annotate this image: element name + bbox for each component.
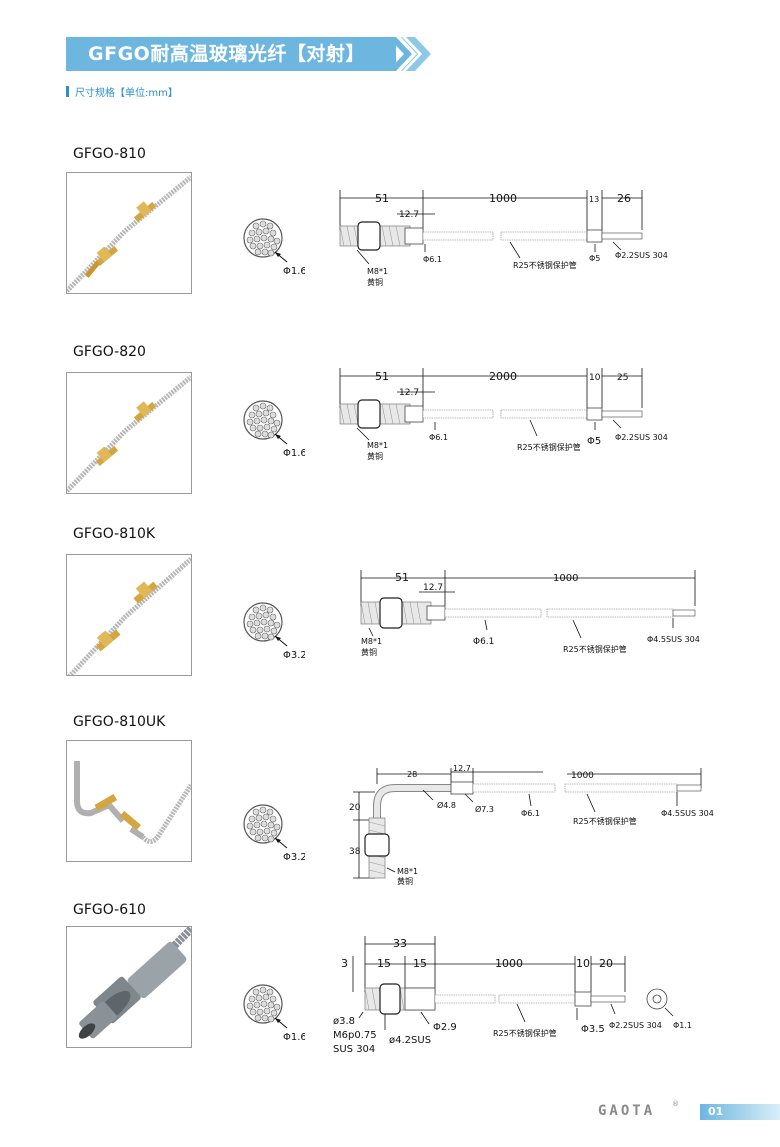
label-tip-dia: Φ3.5 [581, 1024, 605, 1035]
dim-51: 51 [375, 370, 389, 383]
page-number: 01 [700, 1104, 780, 1120]
bundle-diameter: Φ3.2 [283, 852, 305, 863]
label-tube-dia: Φ6.1 [521, 809, 540, 818]
dim-1000: 1000 [495, 957, 523, 970]
label-thread: M8*1 [397, 867, 418, 876]
label-probe: Φ4.5SUS 304 [661, 809, 714, 818]
label-tip-dia: Φ5 [589, 254, 600, 263]
bundle-diameter: Φ1.6 [283, 448, 305, 459]
bundle-diameter: Φ1.6 [283, 266, 305, 277]
model-name: GFGO-810 [73, 146, 146, 162]
dim-1000: 1000 [553, 573, 578, 584]
label-nose-dia: ø3.8 [333, 1016, 355, 1027]
label-material: 黄铜 [361, 647, 377, 657]
label-sheath: R25不锈钢保护管 [513, 260, 577, 270]
label-thread-material: SUS 304 [333, 1044, 375, 1055]
product-photo [66, 740, 192, 862]
label-bend-dia: Ø4.8 [437, 800, 456, 810]
dim-1000: 1000 [571, 771, 594, 781]
label-body-dia: ø4.2SUS [389, 1035, 431, 1046]
dim-12-7: 12.7 [453, 764, 471, 773]
dim-13: 13 [589, 195, 599, 204]
dim-15-a: 15 [377, 957, 391, 970]
label-thread: M8*1 [367, 267, 388, 276]
label-tube-dia: Φ6.1 [429, 433, 448, 442]
dim-51: 51 [375, 192, 389, 205]
label-thread: M8*1 [367, 441, 388, 450]
dimension-drawing: 51 12.7 2000 10 25 M8*1 黄铜 Φ6.1 R25不锈钢保护… [339, 368, 668, 461]
dimension-drawing: 51 12.7 1000 13 26 M8*1 黄铜 Φ6.1 R25不锈钢保护… [339, 190, 668, 287]
product-photo [66, 926, 192, 1048]
dim-28: 28 [407, 770, 417, 779]
label-sheath: R25不锈钢保护管 [563, 644, 627, 654]
label-material: 黄铜 [397, 876, 413, 886]
fiber-bundle-icon: Φ1.6 [243, 984, 305, 1043]
dim-26: 26 [617, 192, 631, 205]
dimension-drawing: 28 12.7 1000 20 38 Ø4.8 Ø7.3 Φ6.1 R25不锈钢… [349, 764, 714, 886]
product-photo [66, 372, 192, 494]
subtitle-text: 尺寸规格【单位:mm】 [75, 88, 178, 99]
label-probe: Φ4.5SUS 304 [647, 635, 700, 644]
bundle-diameter: Φ3.2 [283, 650, 305, 661]
dim-10: 10 [589, 373, 601, 383]
dim-1000: 1000 [489, 192, 517, 205]
dim-51: 51 [395, 571, 409, 584]
label-sheath: R25不锈钢保护管 [493, 1028, 557, 1038]
header-banner [66, 37, 396, 71]
label-thread: M6p0.75 [333, 1030, 377, 1041]
dim-15-b: 15 [413, 957, 427, 970]
fiber-bundle-icon: Φ3.2 [243, 804, 305, 863]
label-thread: M8*1 [361, 637, 382, 646]
product-photo [66, 172, 192, 294]
model-name: GFGO-810UK [73, 714, 166, 730]
bundle-diameter: Φ1.6 [283, 1032, 305, 1043]
label-sheath: R25不锈钢保护管 [517, 442, 581, 452]
label-ferrule-dia: Ø7.3 [475, 804, 494, 814]
dim-10: 10 [576, 957, 590, 970]
dim-12-7: 12.7 [399, 210, 419, 220]
label-tube-dia: Φ6.1 [423, 255, 442, 264]
dimension-drawing: 33 3 15 15 1000 10 20 ø3.8 M6p0.75 SUS 3… [333, 936, 692, 1055]
label-lens-dia: Φ1.1 [673, 1021, 692, 1030]
label-tip-dia: Φ5 [587, 436, 601, 447]
model-name: GFGO-610 [73, 902, 146, 918]
registered-mark: ® [672, 1100, 679, 1108]
label-probe: Φ2.2SUS 304 [615, 251, 668, 260]
dim-33: 33 [393, 937, 407, 950]
label-sheath: R25不锈钢保护管 [573, 816, 637, 826]
label-probe: Φ2.2SUS 304 [609, 1021, 662, 1030]
label-tube-dia: Φ6.1 [473, 637, 494, 647]
dim-38: 38 [349, 847, 361, 857]
dim-20: 20 [599, 957, 613, 970]
dim-2000: 2000 [489, 370, 517, 383]
model-name: GFGO-810K [73, 526, 156, 542]
brand-logo: GAOTA [598, 1103, 656, 1119]
label-tube-dia: Φ2.9 [433, 1022, 457, 1033]
chevron-right-icon [388, 37, 435, 71]
section-subtitle: 尺寸规格【单位:mm】 [66, 86, 178, 100]
fiber-bundle-icon: Φ3.2 [243, 602, 305, 661]
fiber-bundle-icon: Φ1.6 [243, 218, 305, 277]
dim-25: 25 [617, 373, 628, 383]
product-photo [66, 554, 192, 676]
label-material: 黄铜 [367, 277, 383, 287]
dim-12-7: 12.7 [423, 583, 443, 593]
page-title: GFGO耐高温玻璃光纤【对射】 [88, 43, 365, 65]
fiber-bundle-icon: Φ1.6 [243, 400, 305, 459]
dim-3: 3 [341, 957, 348, 970]
label-material: 黄铜 [367, 451, 383, 461]
dimension-drawing: 51 12.7 1000 M8*1 黄铜 Φ6.1 R25不锈钢保护管 Φ4.5… [360, 570, 700, 657]
dim-20: 20 [349, 803, 361, 813]
dim-12-7: 12.7 [399, 388, 419, 398]
model-name: GFGO-820 [73, 344, 146, 360]
label-probe: Φ2.2SUS 304 [615, 433, 668, 442]
